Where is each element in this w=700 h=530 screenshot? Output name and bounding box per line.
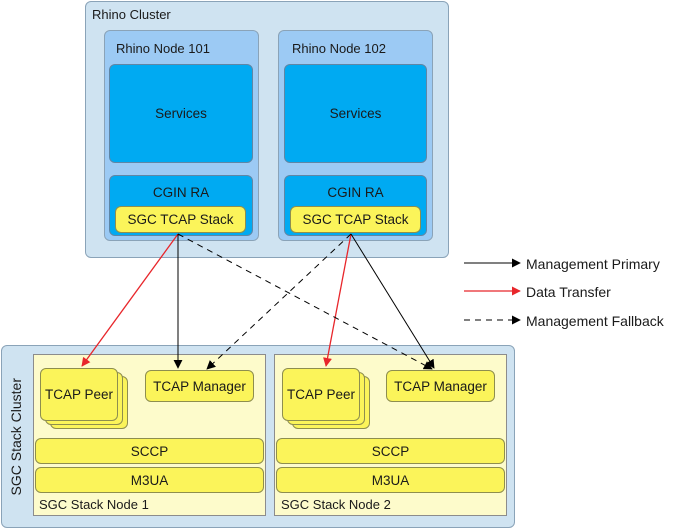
m3ua-node-2: M3UA — [276, 467, 505, 493]
cgin-ra-label-101: CGIN RA — [152, 185, 210, 200]
tcap-peer-label-node-2: TCAP Peer — [286, 387, 356, 402]
sccp-node-2: SCCP — [276, 438, 505, 464]
sccp-node-1: SCCP — [35, 438, 264, 464]
sccp-label-node-1: SCCP — [130, 443, 169, 459]
m3ua-label-node-2: M3UA — [371, 472, 410, 488]
tcap-manager-node-2: TCAP Manager — [386, 370, 495, 402]
services-box-101: Services — [109, 64, 253, 163]
cgin-ra-label-102: CGIN RA — [327, 185, 384, 200]
m3ua-label-node-1: M3UA — [130, 472, 169, 488]
legend-data-label: Data Transfer — [526, 284, 611, 300]
sgc-tcap-stack-label-101: SGC TCAP Stack — [127, 212, 234, 227]
tcap-peer-label-node-1: TCAP Peer — [44, 387, 114, 402]
rhino-node-101-title: Rhino Node 101 — [116, 41, 210, 56]
services-box-102: Services — [284, 64, 427, 163]
sgc-stack-cluster-title-wrap: SGC Stack Cluster — [4, 345, 28, 528]
sgc-stack-node-1-title: SGC Stack Node 1 — [39, 497, 149, 512]
services-label-101: Services — [155, 106, 207, 121]
sgc-tcap-stack-102: SGC TCAP Stack — [290, 206, 421, 233]
tcap-manager-label-node-1: TCAP Manager — [153, 378, 246, 394]
sccp-label-node-2: SCCP — [371, 443, 410, 459]
sgc-stack-node-2-title: SGC Stack Node 2 — [281, 497, 391, 512]
sgc-tcap-stack-101: SGC TCAP Stack — [115, 206, 246, 233]
legend-fallback-label: Management Fallback — [526, 313, 664, 329]
rhino-node-102-title: Rhino Node 102 — [292, 41, 386, 56]
tcap-manager-label-node-2: TCAP Manager — [394, 378, 487, 394]
rhino-cluster-title: Rhino Cluster — [92, 7, 171, 22]
tcap-manager-node-1: TCAP Manager — [145, 370, 254, 402]
tcap-peer-node-2: TCAP Peer — [282, 368, 360, 421]
tcap-peer-node-1: TCAP Peer — [40, 368, 118, 421]
services-label-102: Services — [329, 106, 382, 121]
sgc-stack-cluster-title: SGC Stack Cluster — [8, 377, 24, 496]
legend-primary-label: Management Primary — [526, 256, 660, 272]
sgc-tcap-stack-label-102: SGC TCAP Stack — [302, 212, 409, 227]
m3ua-node-1: M3UA — [35, 467, 264, 493]
